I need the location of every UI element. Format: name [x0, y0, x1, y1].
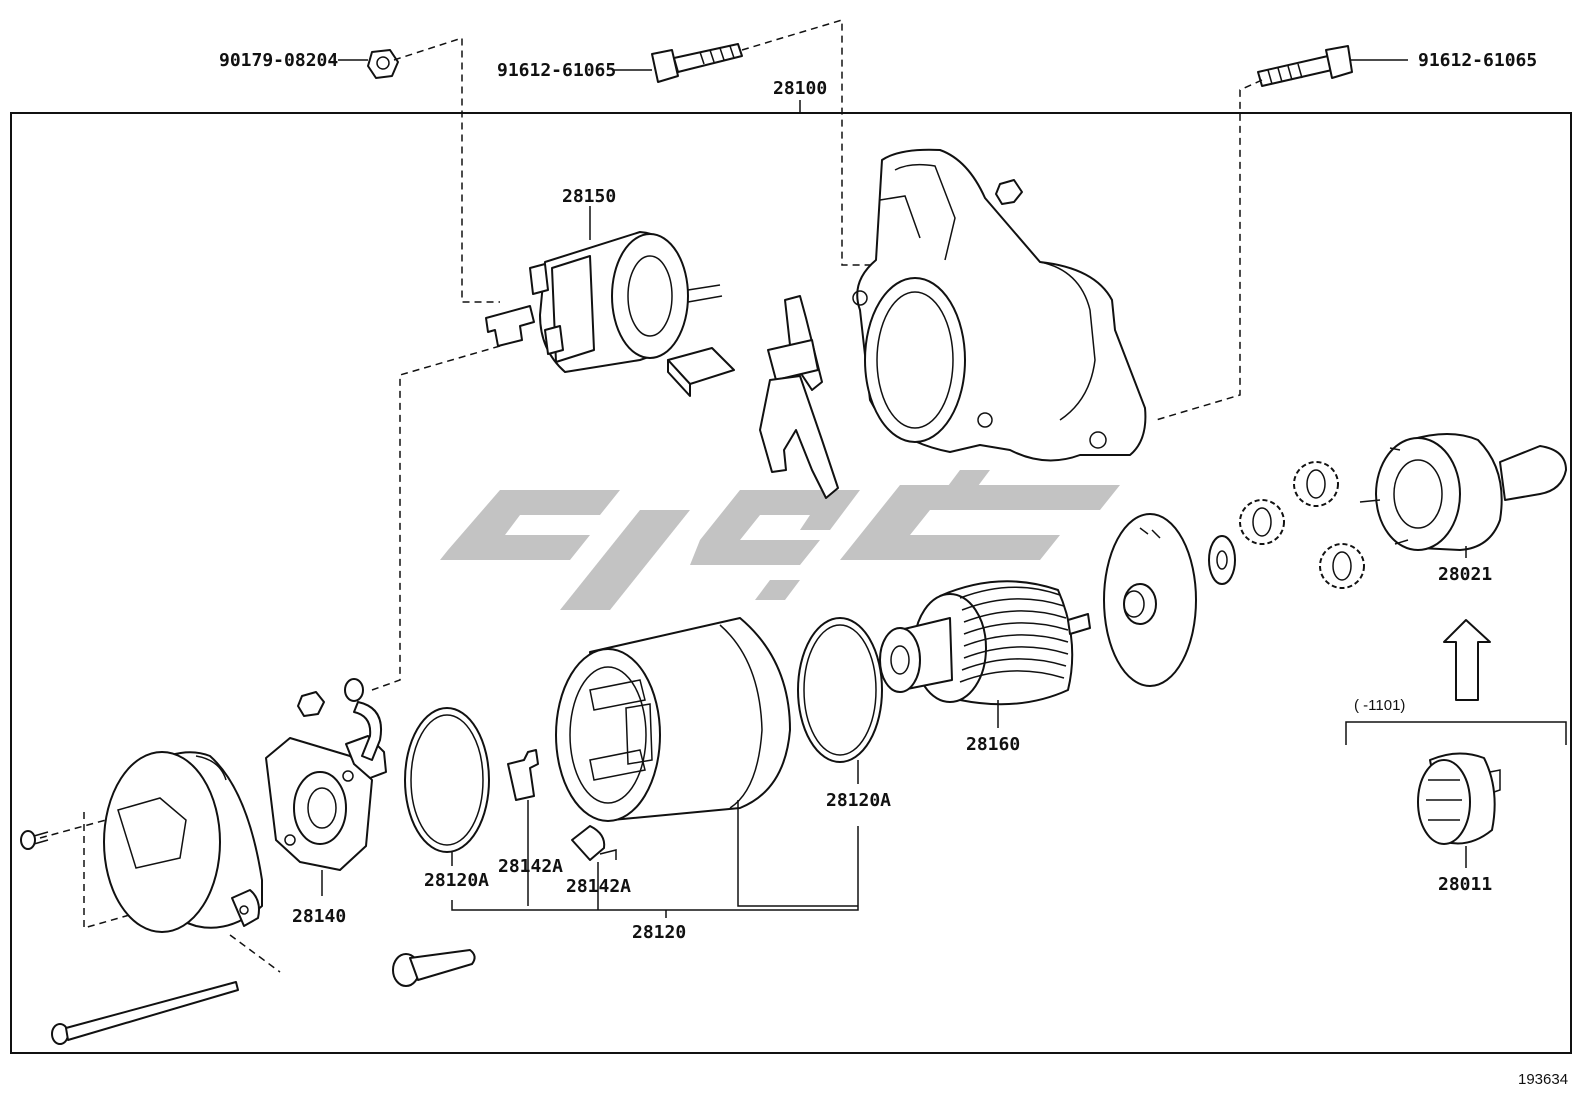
label-28120: 28120	[632, 922, 686, 943]
bracket-28120	[451, 800, 859, 918]
dash-line-through-bolt	[229, 934, 281, 973]
clutch-28021-icon	[1359, 433, 1567, 551]
planetary-gear-3-icon	[1319, 543, 1365, 589]
range-bracket	[1345, 721, 1567, 745]
arrow-up-icon	[1443, 619, 1491, 701]
label-28011: 28011	[1438, 874, 1492, 895]
washer-icon	[1208, 535, 1236, 585]
center-plate-icon	[1103, 513, 1197, 687]
label-28142A-a: 28142A	[498, 856, 563, 877]
nut-90179-icon	[367, 49, 399, 79]
label-28120A-right: 28120A	[826, 790, 891, 811]
dash-line-nut	[393, 36, 500, 303]
label-91612-61065-right: 91612-61065	[1418, 50, 1537, 71]
starter-housing-28100-icon	[852, 148, 1147, 462]
label-28140: 28140	[292, 906, 346, 927]
bolt-top-center-icon	[651, 43, 743, 83]
image-number: 193634	[1518, 1071, 1568, 1088]
label-90179-08204: 90179-08204	[219, 50, 338, 71]
label-28021: 28021	[1438, 564, 1492, 585]
yoke-28120-icon	[555, 617, 791, 822]
end-cover-icon	[103, 751, 263, 933]
label-28142A-b: 28142A	[566, 876, 631, 897]
dash-line-right-bolt	[1155, 79, 1263, 421]
bolt-top-right-icon	[1257, 45, 1353, 87]
dash-line-center-bolt	[741, 18, 870, 266]
terminal-nut-icon	[297, 678, 382, 761]
assembly-frame	[10, 112, 1572, 1054]
planetary-gear-1-icon	[1239, 499, 1285, 545]
terminal-clip-icon	[392, 949, 476, 987]
shift-lever-icon	[759, 295, 839, 499]
label-28120A-left: 28120A	[424, 870, 489, 891]
label-28100: 28100	[773, 78, 827, 99]
brush-a-icon	[507, 749, 539, 801]
brush-b-icon	[571, 825, 617, 861]
label-model-range: ( -1101)	[1354, 697, 1405, 714]
watermark-logo	[440, 470, 1120, 610]
armature-28160-icon	[879, 580, 1091, 706]
label-91612-61065-center: 91612-61065	[497, 60, 616, 81]
label-28160: 28160	[966, 734, 1020, 755]
label-28150: 28150	[562, 186, 616, 207]
screw-icon	[20, 830, 49, 850]
pinion-28011-icon	[1417, 752, 1501, 845]
dash-line-end-cover	[83, 812, 141, 929]
through-bolt-icon	[51, 981, 239, 1045]
dash-line-solenoid-terminal	[371, 345, 501, 691]
solenoid-28150-icon	[485, 231, 735, 397]
planetary-gear-2-icon	[1293, 461, 1339, 507]
o-ring-right-icon	[797, 617, 883, 763]
o-ring-left-icon	[404, 707, 490, 853]
